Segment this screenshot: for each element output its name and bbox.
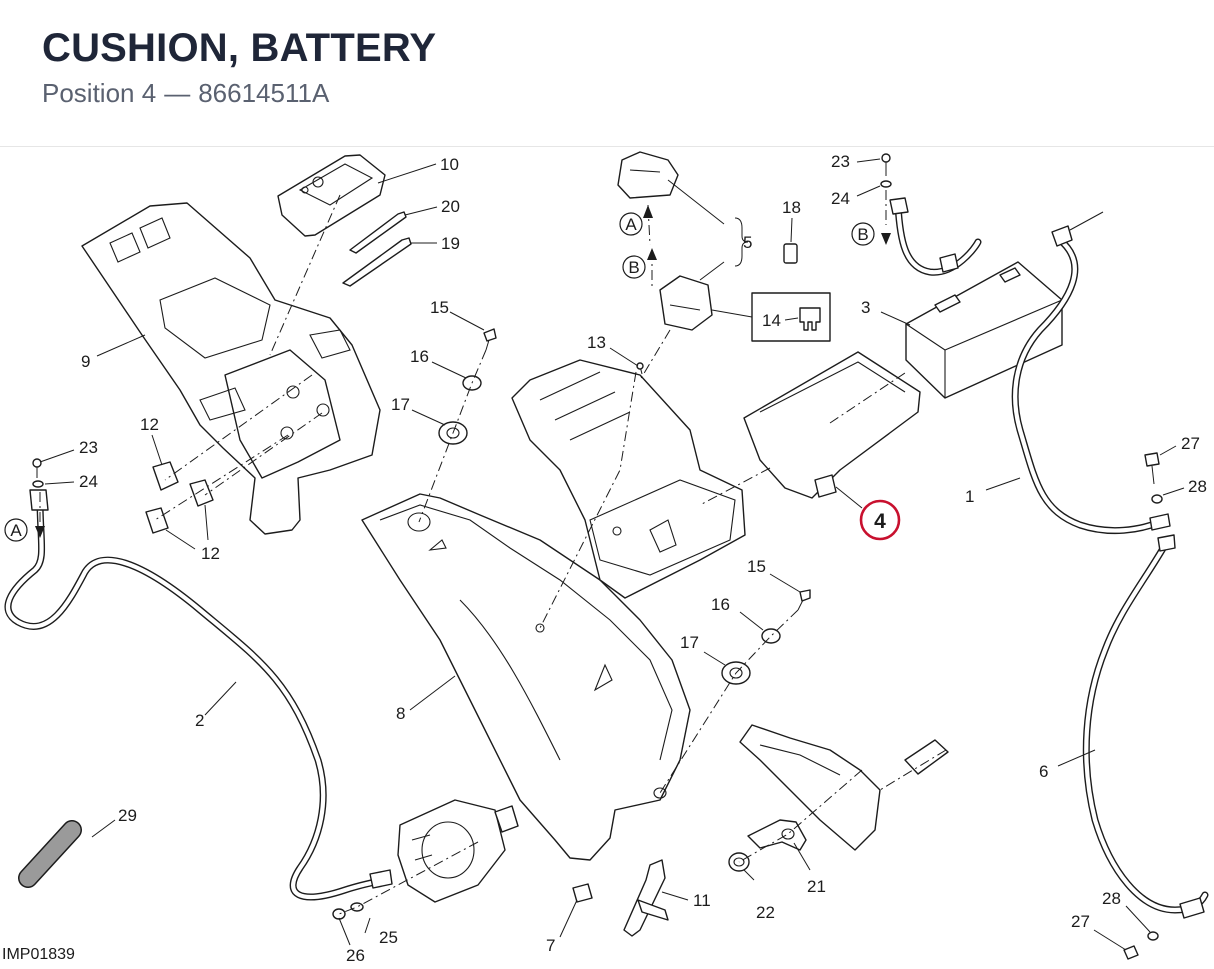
part-16-bushing-lower[interactable] bbox=[761, 628, 781, 644]
callout-16-upper: 16 bbox=[410, 347, 429, 366]
reference-marker-a-upper: A bbox=[619, 212, 643, 236]
callout-27-upper: 27 bbox=[1181, 434, 1200, 453]
reference-marker-b-upper: B bbox=[622, 255, 646, 279]
page-title: CUSHION, BATTERY bbox=[42, 26, 437, 70]
callout-1: 1 bbox=[965, 487, 974, 506]
svg-text:A: A bbox=[625, 215, 637, 234]
callout-9: 9 bbox=[81, 352, 90, 371]
part-5-relay[interactable] bbox=[617, 151, 713, 331]
callout-labels: 1 2 3 5 6 7 8 9 10 11 12 12 13 14 15 15 … bbox=[79, 152, 1207, 965]
part-10-cover-plate[interactable] bbox=[277, 154, 386, 237]
part-11-bracket[interactable] bbox=[623, 859, 669, 937]
callout-6: 6 bbox=[1039, 762, 1048, 781]
callout-3: 3 bbox=[861, 298, 870, 317]
part-15-screw-upper[interactable] bbox=[483, 328, 497, 351]
part-19-strip[interactable] bbox=[342, 237, 412, 287]
reference-marker-b-right: B bbox=[851, 222, 875, 246]
callout-15-lower: 15 bbox=[747, 557, 766, 576]
part-3-battery[interactable] bbox=[905, 261, 1063, 399]
callout-12-upper: 12 bbox=[140, 415, 159, 434]
callout-23-left: 23 bbox=[79, 438, 98, 457]
part-27-28-screw-washer-right[interactable] bbox=[1123, 452, 1163, 960]
callout-12-lower: 12 bbox=[201, 544, 220, 563]
subtitle-separator: — bbox=[164, 78, 191, 108]
callout-22: 22 bbox=[756, 903, 775, 922]
part-23-24-screw-washer-left[interactable] bbox=[32, 458, 44, 488]
part-18-fuse[interactable] bbox=[783, 243, 798, 264]
svg-text:B: B bbox=[857, 225, 868, 244]
callout-19: 19 bbox=[441, 234, 460, 253]
svg-text:A: A bbox=[10, 521, 22, 540]
svg-text:4: 4 bbox=[874, 510, 886, 533]
page-subtitle: Position 4—86614511A bbox=[42, 78, 329, 109]
page-header: CUSHION, BATTERY Position 4—86614511A bbox=[0, 0, 1214, 147]
part-21-bracket[interactable] bbox=[747, 819, 807, 851]
callout-28-upper: 28 bbox=[1188, 477, 1207, 496]
part-2-cable[interactable] bbox=[4, 489, 393, 901]
callout-11: 11 bbox=[693, 891, 711, 910]
part-12-clips[interactable] bbox=[145, 461, 214, 534]
battery-tray bbox=[511, 359, 746, 599]
part-4-battery-cushion[interactable] bbox=[743, 351, 921, 499]
callout-14: 14 bbox=[762, 311, 781, 330]
callout-21: 21 bbox=[807, 877, 826, 896]
leader-lines bbox=[39, 158, 1185, 951]
position-label: Position 4 bbox=[42, 78, 157, 108]
part-25-washer[interactable] bbox=[350, 902, 364, 912]
callout-16-lower: 16 bbox=[711, 595, 730, 614]
direction-arrows bbox=[35, 205, 891, 538]
part-number: 86614511A bbox=[198, 78, 330, 108]
part-6-cable[interactable] bbox=[1082, 534, 1209, 919]
callout-24-left: 24 bbox=[79, 472, 98, 491]
callout-17-lower: 17 bbox=[680, 633, 699, 652]
callout-13: 13 bbox=[587, 333, 606, 352]
callout-15-upper: 15 bbox=[430, 298, 449, 317]
reference-marker-a-left: A bbox=[4, 518, 28, 542]
callout-18: 18 bbox=[782, 198, 801, 217]
callout-5: 5 bbox=[743, 233, 752, 252]
callout-26: 26 bbox=[346, 946, 365, 965]
part-8-fender[interactable] bbox=[361, 493, 691, 861]
part-1-cable[interactable] bbox=[1011, 211, 1171, 535]
callout-2: 2 bbox=[195, 711, 204, 730]
callout-8: 8 bbox=[396, 704, 405, 723]
part-7-clip[interactable] bbox=[572, 883, 593, 903]
callout-10: 10 bbox=[440, 155, 459, 174]
part-15-screw-lower[interactable] bbox=[797, 589, 811, 611]
highlighted-callout-4[interactable]: 4 bbox=[859, 499, 901, 541]
part-23-24-screw-washer-right[interactable] bbox=[880, 153, 892, 188]
part-29-sleeve[interactable] bbox=[18, 820, 82, 888]
part-14-fuse[interactable] bbox=[751, 292, 831, 342]
callout-7: 7 bbox=[546, 936, 555, 955]
part-9-undertray[interactable] bbox=[81, 202, 381, 535]
callout-20: 20 bbox=[441, 197, 460, 216]
battery-lead-b bbox=[889, 197, 982, 276]
callout-25: 25 bbox=[379, 928, 398, 947]
diagram-code: IMP01839 bbox=[2, 946, 75, 963]
callout-28-lower: 28 bbox=[1102, 889, 1121, 908]
socket-bracket bbox=[739, 724, 949, 851]
callout-27-lower: 27 bbox=[1071, 912, 1090, 931]
part-26-nut[interactable] bbox=[332, 908, 346, 920]
starter-motor bbox=[397, 799, 519, 903]
callout-23-right: 23 bbox=[831, 152, 850, 171]
part-13-screw[interactable] bbox=[636, 362, 644, 375]
svg-text:B: B bbox=[628, 258, 639, 277]
callout-24-right: 24 bbox=[831, 189, 850, 208]
callout-29: 29 bbox=[118, 806, 137, 825]
assembly-lines bbox=[39, 190, 947, 915]
callout-17-upper: 17 bbox=[391, 395, 410, 414]
